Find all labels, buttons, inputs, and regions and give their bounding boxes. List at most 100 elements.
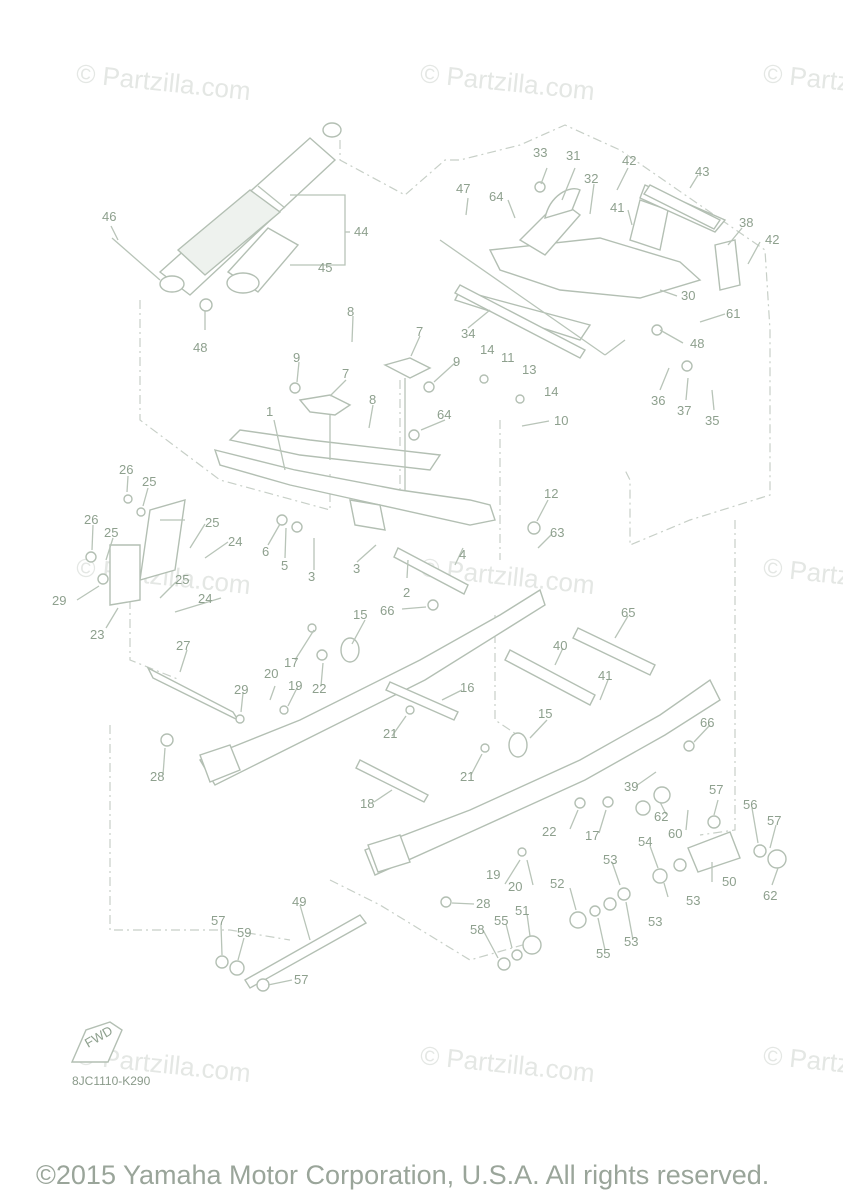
callout-26: 26 [84, 512, 98, 527]
callout-28: 28 [476, 896, 490, 911]
callout-31: 31 [566, 148, 580, 163]
callout-labels: 1 2 3 3 4 5 6 7 7 8 8 9 9 10 11 12 13 14… [52, 145, 781, 987]
callout-8: 8 [347, 304, 354, 319]
callout-25: 25 [104, 525, 118, 540]
callout-26: 26 [119, 462, 133, 477]
callout-48: 48 [193, 340, 207, 355]
callout-32: 32 [584, 171, 598, 186]
callout-9: 9 [453, 354, 460, 369]
callout-53: 53 [648, 914, 662, 929]
diagram-code: 8JC1110-K290 [72, 1074, 151, 1088]
callout-50: 50 [722, 874, 736, 889]
callout-30: 30 [681, 288, 695, 303]
callout-39: 39 [624, 779, 638, 794]
callout-11: 11 [501, 350, 515, 365]
slide-rail-right [364, 678, 721, 876]
callout-64: 64 [437, 407, 451, 422]
callout-20: 20 [264, 666, 278, 681]
callout-41: 41 [598, 668, 612, 683]
callout-48: 48 [690, 336, 704, 351]
fwd-arrow-icon: FWD [70, 1021, 123, 1063]
callout-49: 49 [292, 894, 306, 909]
callout-55: 55 [494, 913, 508, 928]
callout-23: 23 [90, 627, 104, 642]
callout-19: 19 [288, 678, 302, 693]
callout-36: 36 [651, 393, 665, 408]
group-boundary [139, 300, 331, 511]
fasteners [85, 181, 787, 992]
callout-10: 10 [554, 413, 568, 428]
callout-55: 55 [596, 946, 610, 961]
callout-15: 15 [353, 607, 367, 622]
callout-7: 7 [416, 324, 423, 339]
callout-64: 64 [489, 189, 503, 204]
callout-25: 25 [142, 474, 156, 489]
callout-59: 59 [237, 925, 251, 940]
callout-47: 47 [456, 181, 470, 196]
callout-51: 51 [515, 903, 529, 918]
group-boundary [339, 124, 771, 546]
callout-12: 12 [544, 486, 558, 501]
callout-34: 34 [461, 326, 475, 341]
callout-17: 17 [585, 828, 599, 843]
callout-25: 25 [205, 515, 219, 530]
callout-57: 57 [211, 913, 225, 928]
callout-21: 21 [460, 769, 474, 784]
callout-53: 53 [686, 893, 700, 908]
callout-13: 13 [522, 362, 536, 377]
callout-21: 21 [383, 726, 397, 741]
callout-62: 62 [654, 809, 668, 824]
callout-20: 20 [508, 879, 522, 894]
group-boundary [699, 520, 736, 836]
callout-44: 44 [354, 224, 368, 239]
callout-22: 22 [542, 824, 556, 839]
callout-57: 57 [767, 813, 781, 828]
front-arm-assembly [213, 357, 496, 531]
callout-53: 53 [624, 934, 638, 949]
callout-29: 29 [234, 682, 248, 697]
callout-33: 33 [533, 145, 547, 160]
callout-6: 6 [262, 544, 269, 559]
callout-60: 60 [668, 826, 682, 841]
callout-38: 38 [739, 215, 753, 230]
cross-shafts [146, 184, 741, 989]
callout-65: 65 [621, 605, 635, 620]
callout-4: 4 [459, 547, 466, 562]
callout-24: 24 [198, 591, 212, 606]
callout-3: 3 [308, 569, 315, 584]
callout-14: 14 [544, 384, 558, 399]
callout-15: 15 [538, 706, 552, 721]
callout-66: 66 [380, 603, 394, 618]
callout-5: 5 [281, 558, 288, 573]
callout-29: 29 [52, 593, 66, 608]
shock-cover [226, 227, 300, 294]
callout-57: 57 [709, 782, 723, 797]
callout-58: 58 [470, 922, 484, 937]
shock-absorber [158, 122, 342, 296]
callout-56: 56 [743, 797, 757, 812]
callout-61: 61 [726, 306, 740, 321]
group-boundary [329, 879, 541, 961]
callout-63: 63 [550, 525, 564, 540]
callout-40: 40 [553, 638, 567, 653]
callout-24: 24 [228, 534, 242, 549]
callout-52: 52 [550, 876, 564, 891]
callout-62: 62 [763, 888, 777, 903]
callout-3: 3 [353, 561, 360, 576]
callout-14: 14 [480, 342, 494, 357]
leader-lines [76, 167, 779, 986]
callout-17: 17 [284, 655, 298, 670]
callout-43: 43 [695, 164, 709, 179]
callout-22: 22 [312, 681, 326, 696]
copyright-text: ©2015 Yamaha Motor Corporation, U.S.A. A… [36, 1160, 770, 1190]
callout-19: 19 [486, 867, 500, 882]
callout-28: 28 [150, 769, 164, 784]
callout-53: 53 [603, 852, 617, 867]
callout-42: 42 [765, 232, 779, 247]
callout-2: 2 [403, 585, 410, 600]
group-boundary [129, 600, 181, 681]
callout-8: 8 [369, 392, 376, 407]
callout-57: 57 [294, 972, 308, 987]
callout-27: 27 [176, 638, 190, 653]
